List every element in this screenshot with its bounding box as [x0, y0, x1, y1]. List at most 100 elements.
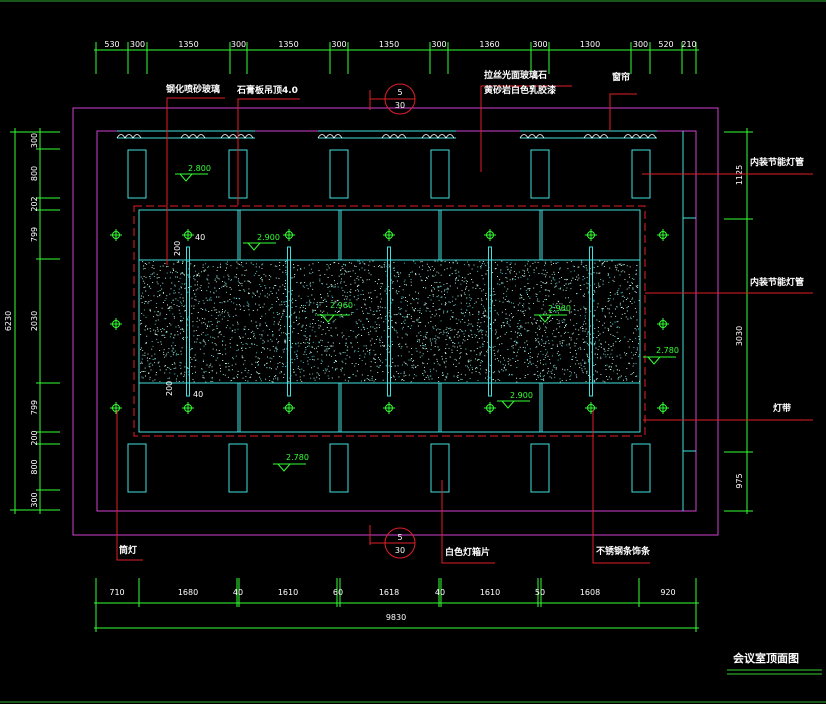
top-dim: 1300 — [580, 40, 600, 49]
light-box — [228, 443, 248, 493]
downlight-icon — [109, 228, 123, 242]
label-white-lightbox: 白色灯箱片 — [445, 546, 490, 558]
elevation-label: 2.780 — [656, 346, 679, 355]
left-dim: 200 — [30, 430, 39, 445]
left-dim: 800 — [30, 166, 39, 181]
top-dim: 1350 — [178, 40, 198, 49]
label-stainless-strip: 不锈钢条饰条 — [596, 545, 651, 557]
label-glass-stone: 拉丝光面玻璃石 — [484, 69, 547, 81]
label-gypsum-ceiling: 石膏板吊顶4.0 — [236, 84, 298, 96]
stainless-strip — [589, 246, 593, 397]
downlight-icon — [382, 401, 396, 415]
left-dim: 300 — [30, 492, 39, 507]
ceiling-frame — [138, 209, 641, 433]
light-box — [127, 149, 147, 199]
right-dimension-chain: 1125 3030 975 — [724, 128, 753, 514]
section-sheet: 30 — [395, 101, 405, 110]
stainless-strip — [387, 246, 391, 397]
annotations: 钢化喷砂玻璃 石膏板吊顶4.0 拉丝光面玻璃石 黄砂岩白色乳胶漆 窗帘 内装节能… — [116, 69, 813, 564]
downlight-icon — [282, 228, 296, 242]
elevation-label: 2.900 — [510, 391, 533, 400]
label-latex-paint: 黄砂岩白色乳胶漆 — [484, 84, 556, 96]
right-dim: 975 — [735, 473, 744, 488]
small-dim: 40 — [195, 233, 205, 242]
small-dim: 40 — [193, 390, 203, 399]
elevation-label: 2.960 — [330, 301, 353, 310]
section-mark-top[interactable]: 5 30 — [369, 83, 416, 115]
elevation-marks: 2.800 2.900 2.960 2.960 2.900 2.780 2.78… — [165, 164, 679, 472]
light-box — [430, 443, 450, 493]
stainless-strip — [186, 246, 190, 397]
label-downlight: 筒灯 — [119, 544, 137, 556]
light-box — [329, 149, 349, 199]
light-box — [430, 149, 450, 199]
bottom-dim: 1618 — [379, 588, 399, 597]
section-sheet: 30 — [395, 546, 405, 555]
top-dim: 1350 — [379, 40, 399, 49]
right-dim: 3030 — [735, 326, 744, 346]
light-strip-outline — [133, 205, 646, 437]
section-number: 5 — [397, 533, 402, 542]
label-fluorescent-tube: 内装节能灯管 — [750, 156, 804, 168]
drawing-title: 会议室顶面图 — [727, 651, 822, 675]
downlight-icon — [109, 317, 123, 331]
label-tempered-glass: 钢化喷砂玻璃 — [166, 83, 220, 95]
bottom-dim: 40 — [233, 588, 243, 597]
sandstone-texture — [140, 260, 640, 383]
section-mark-bottom[interactable]: 5 30 — [369, 525, 416, 559]
left-dim: 800 — [30, 459, 39, 474]
small-dim: 200 — [173, 241, 182, 256]
top-dim: 300 — [331, 40, 346, 49]
label-light-strip: 灯带 — [773, 402, 791, 414]
stainless-strip — [287, 246, 291, 397]
downlight-icon — [382, 228, 396, 242]
downlight-icon — [181, 228, 195, 242]
downlight-icon — [656, 317, 670, 331]
bottom-dim: 1680 — [178, 588, 198, 597]
top-dim: 210 — [681, 40, 696, 49]
left-dim: 202 — [30, 196, 39, 211]
stainless-strips — [186, 246, 593, 397]
light-box — [530, 443, 550, 493]
top-dim: 300 — [633, 40, 648, 49]
bottom-dim: 1608 — [580, 588, 600, 597]
stainless-strip — [488, 246, 492, 397]
label-curtain: 窗帘 — [612, 71, 630, 83]
ceiling-dividers — [237, 210, 543, 432]
left-dim: 300 — [30, 133, 39, 148]
light-box — [631, 443, 651, 493]
curtain-box — [682, 131, 696, 511]
curtain-symbols — [116, 130, 657, 139]
downlights — [109, 228, 670, 415]
top-dim: 300 — [231, 40, 246, 49]
left-total-dimension: 6230 — [4, 311, 13, 331]
section-number: 5 — [397, 88, 402, 97]
top-dim: 300 — [431, 40, 446, 49]
bottom-dim: 710 — [109, 588, 124, 597]
downlight-icon — [181, 401, 195, 415]
elevation-label: 2.800 — [188, 164, 211, 173]
downlight-icon — [656, 401, 670, 415]
top-dim: 300 — [130, 40, 145, 49]
bottom-dim: 40 — [435, 588, 445, 597]
elevation-label: 2.960 — [548, 304, 571, 313]
light-box — [329, 443, 349, 493]
downlight-icon — [282, 401, 296, 415]
outer-wall — [72, 107, 719, 536]
top-dim: 520 — [658, 40, 673, 49]
light-box — [530, 149, 550, 199]
left-dim: 799 — [30, 400, 39, 415]
downlight-icon — [656, 228, 670, 242]
downlight-icon — [483, 228, 497, 242]
left-dim: 2030 — [30, 311, 39, 331]
bottom-dim: 920 — [660, 588, 675, 597]
bottom-dim: 60 — [333, 588, 343, 597]
bottom-dim: 50 — [535, 588, 545, 597]
top-dim: 1360 — [479, 40, 499, 49]
bottom-dim: 1610 — [480, 588, 500, 597]
top-dim: 1350 — [278, 40, 298, 49]
top-dim: 300 — [532, 40, 547, 49]
